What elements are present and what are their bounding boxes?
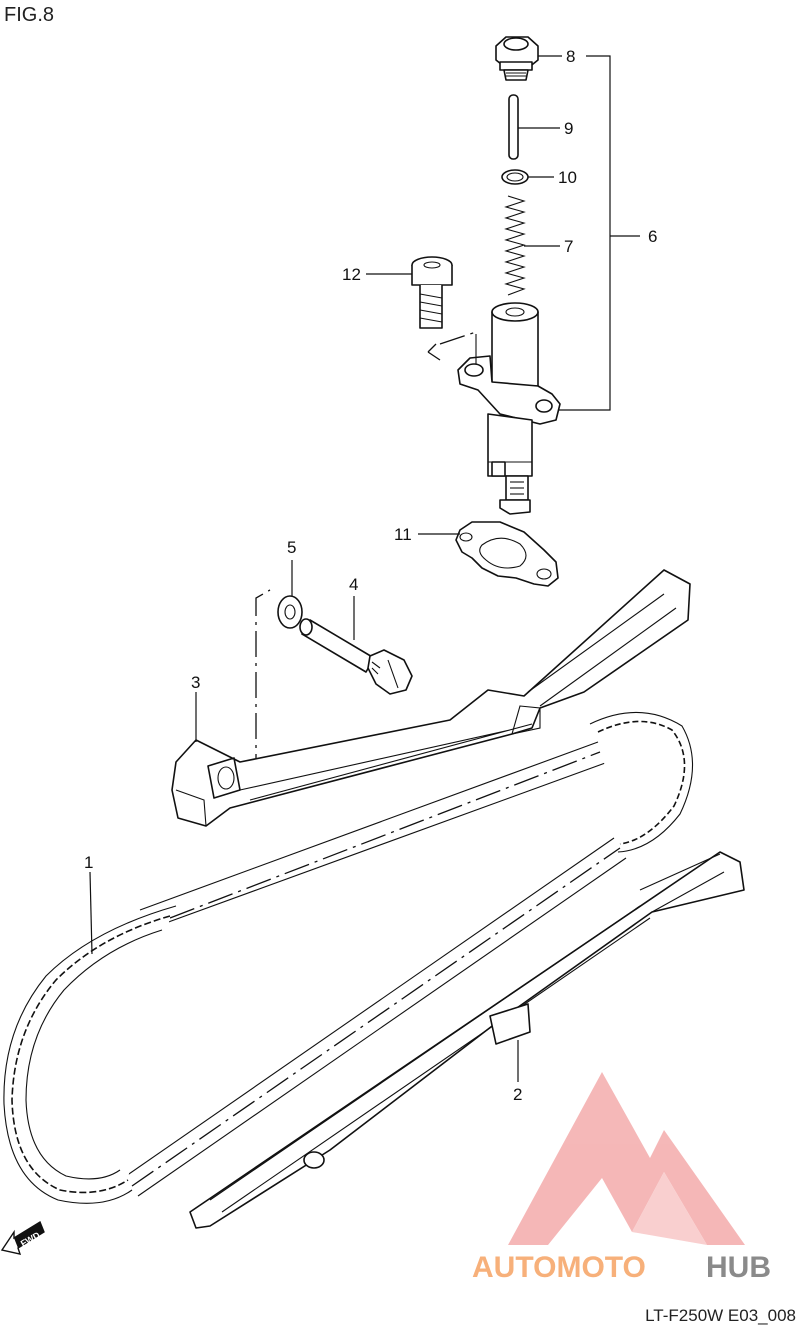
drawing-code: LT-F250W E03_008 [645, 1306, 796, 1325]
watermark-logo [508, 1072, 745, 1245]
fwd-arrow-icon: FWD [0, 1220, 45, 1255]
part-7-spring [504, 195, 526, 296]
part-1-timing-chain [3, 711, 694, 1204]
watermark-text-automoto: AUTOMOTO [472, 1251, 646, 1284]
tensioner-body [457, 302, 561, 515]
callout-9: 9 [564, 119, 573, 138]
callout-10: 10 [558, 168, 577, 187]
callout-3: 3 [191, 673, 200, 692]
part-11-gasket [455, 521, 559, 587]
figure-title: FIG.8 [4, 4, 55, 26]
callout-2: 2 [513, 1085, 522, 1104]
part-4-pivot-bolt [299, 618, 413, 695]
callout-1: 1 [84, 853, 93, 872]
watermark-text-hub: HUB [706, 1251, 771, 1284]
part-3-tensioner-guide [171, 569, 691, 827]
part-2-chain-guide [189, 851, 745, 1229]
part-9-pin [508, 94, 519, 160]
part-12-bolt [411, 256, 453, 329]
callout-5: 5 [287, 538, 296, 557]
part-8-cap-bolt [495, 36, 539, 81]
leader-lines [89, 55, 640, 1082]
callout-8: 8 [566, 47, 575, 66]
part-5-washer [277, 595, 303, 629]
callout-6: 6 [648, 227, 657, 246]
callout-7: 7 [564, 237, 573, 256]
callout-4: 4 [349, 575, 358, 594]
part-10-ring [501, 169, 529, 185]
callout-12: 12 [342, 265, 361, 284]
callout-11: 11 [394, 525, 412, 544]
